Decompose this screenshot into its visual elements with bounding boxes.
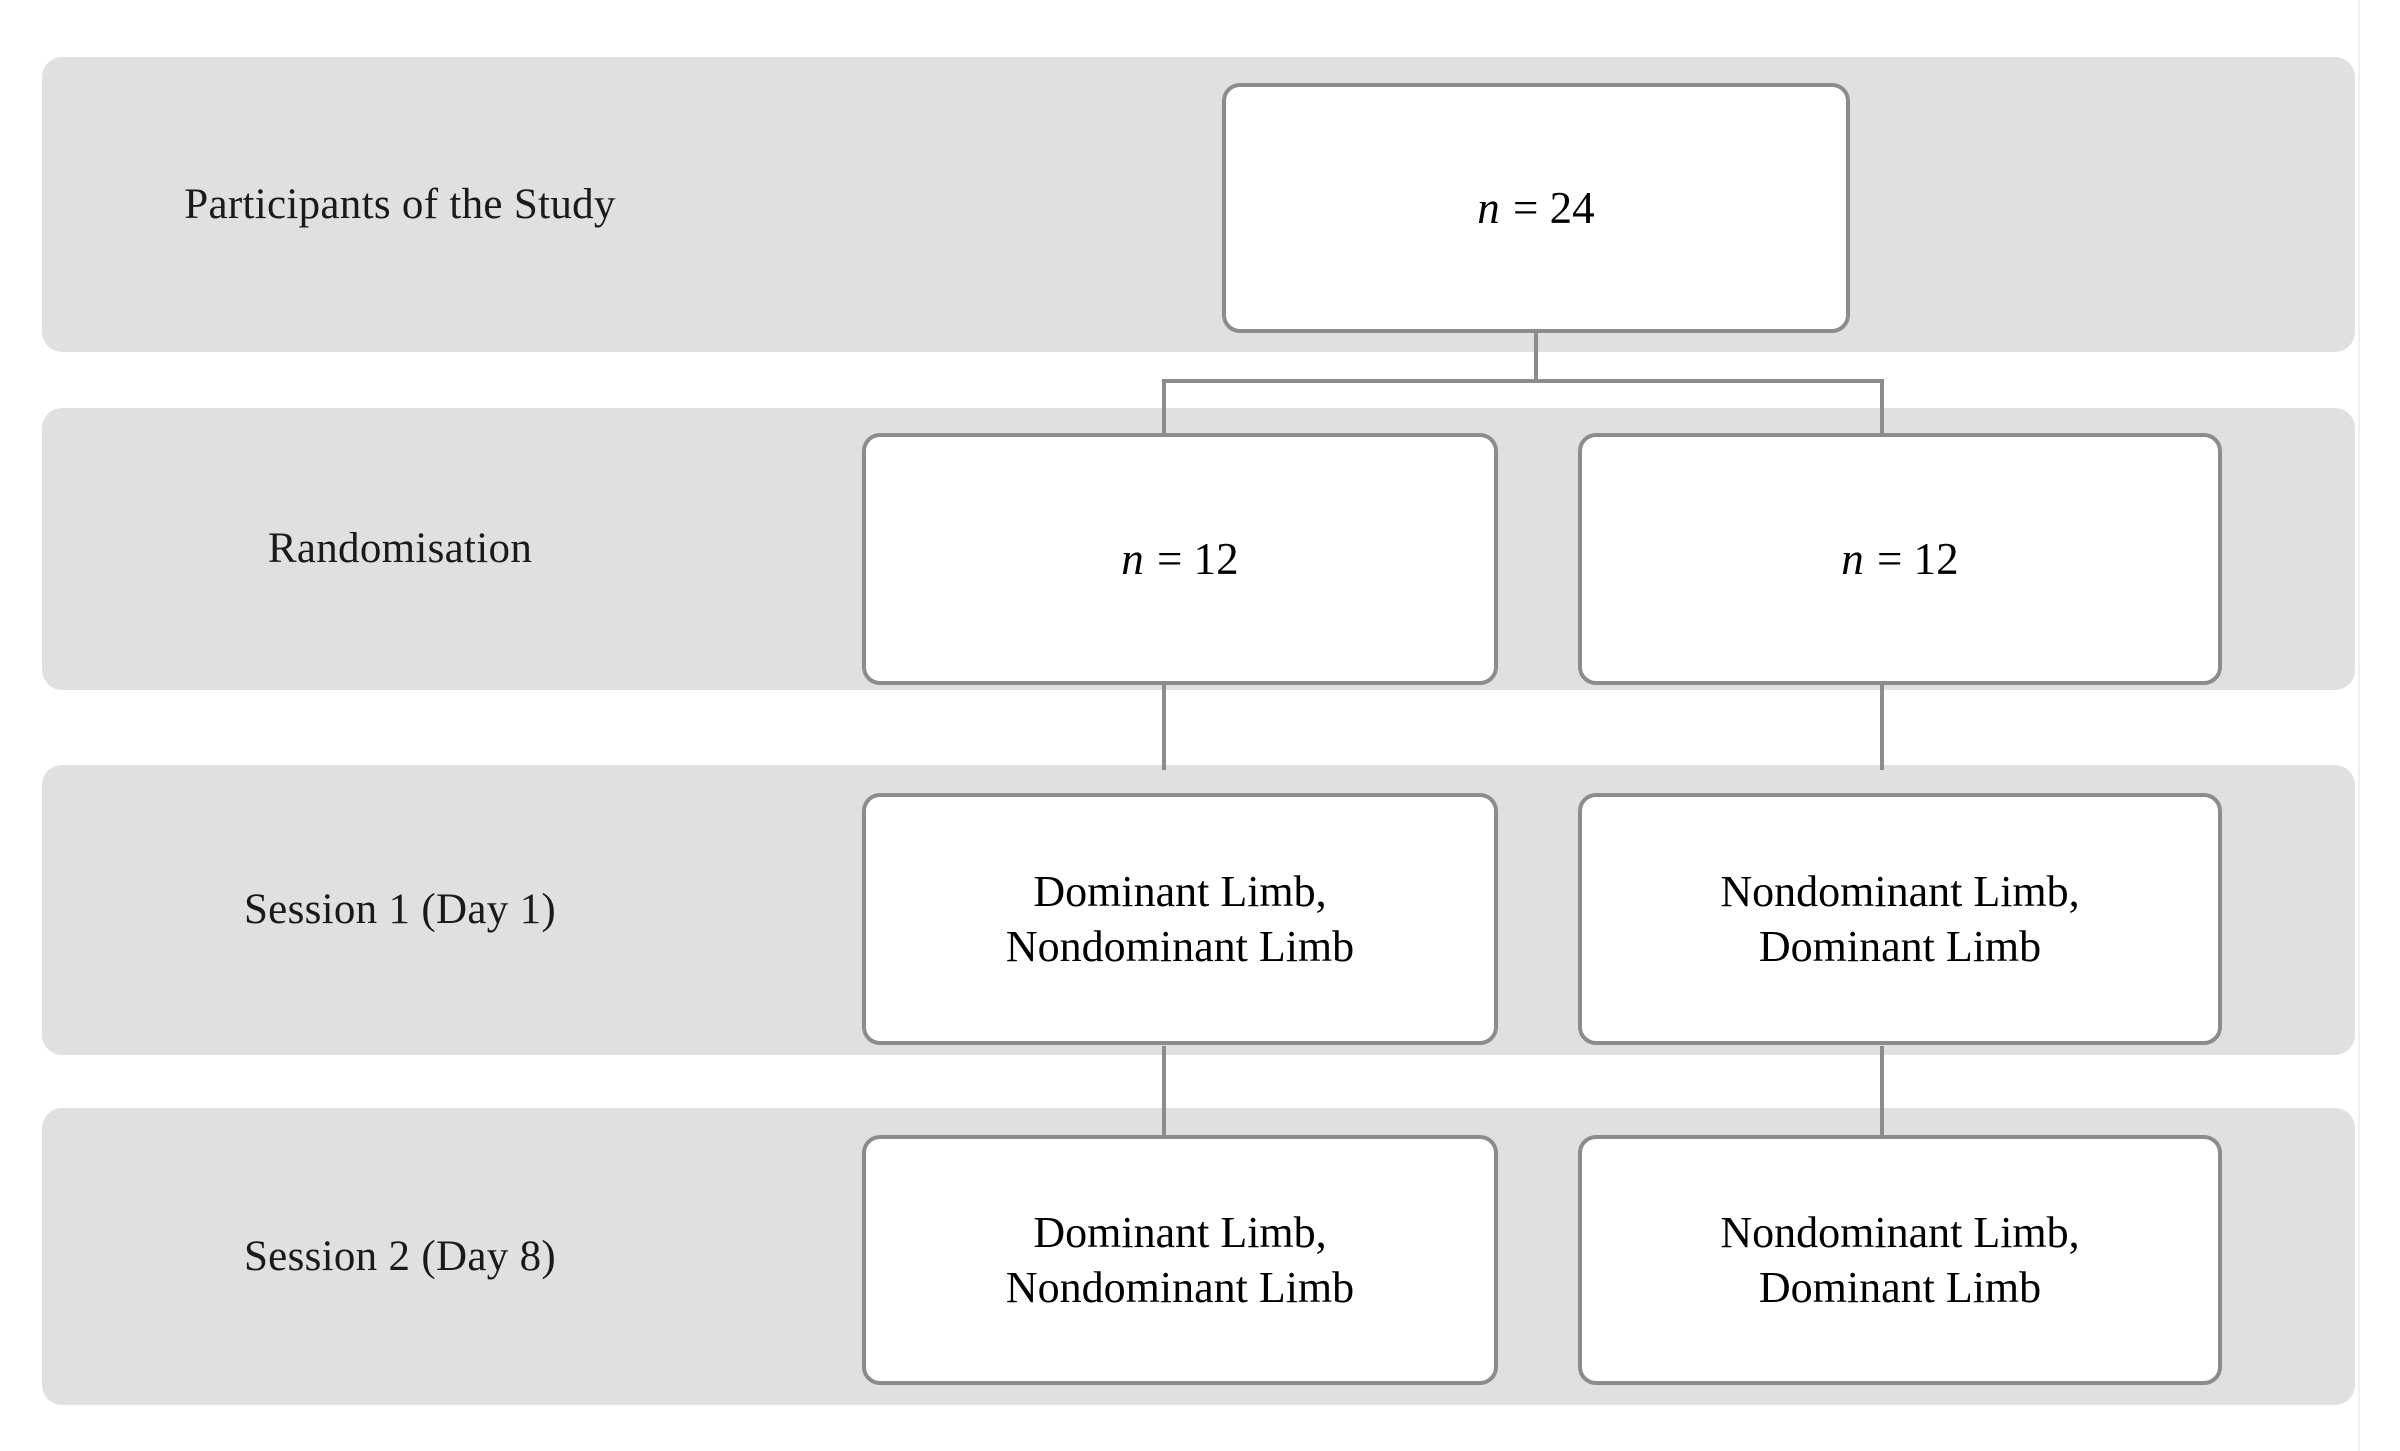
node-session2-right-text: Nondominant Limb, Dominant Limb: [1702, 1205, 2097, 1316]
node-group-right[interactable]: n = 12: [1578, 433, 2222, 685]
stage-label-participants: Participants of the Study: [184, 180, 616, 228]
stage-label-session-2: Session 2 (Day 8): [243, 1232, 557, 1280]
stage-label-randomisation: Randomisation: [267, 525, 533, 573]
node-session2-right-line2: Dominant Limb: [1758, 1263, 2042, 1312]
node-session2-right[interactable]: Nondominant Limb, Dominant Limb: [1578, 1135, 2222, 1385]
stage-label-session-1: Session 1 (Day 1): [243, 886, 557, 934]
page-edge-line: [2358, 0, 2360, 1451]
node-session1-right-line2: Dominant Limb: [1758, 922, 2042, 971]
node-group-right-text: n = 12: [1823, 531, 1976, 588]
node-session1-right-text: Nondominant Limb, Dominant Limb: [1702, 864, 2097, 975]
connector-right-s1-to-s2: [1880, 1046, 1884, 1141]
node-session2-left-line1: Dominant Limb,: [1033, 1207, 1327, 1257]
n-equals-total: = 24: [1501, 182, 1595, 233]
n-variable-total: n: [1477, 182, 1500, 233]
n-equals-group-right: = 12: [1865, 533, 1959, 584]
node-total-participants[interactable]: n = 24: [1222, 83, 1850, 333]
connector-total-down: [1534, 330, 1538, 382]
node-session1-left[interactable]: Dominant Limb, Nondominant Limb: [862, 793, 1498, 1045]
connector-split-horizontal: [1162, 379, 1884, 383]
node-session2-left-text: Dominant Limb, Nondominant Limb: [988, 1205, 1372, 1316]
node-session2-left-line2: Nondominant Limb: [1005, 1263, 1355, 1312]
connector-left-rand-to-s1: [1162, 684, 1166, 770]
node-total-participants-text: n = 24: [1459, 180, 1612, 237]
connector-split-right-down: [1880, 379, 1884, 435]
connector-right-rand-to-s1: [1880, 684, 1884, 770]
n-variable-group-left: n: [1121, 533, 1144, 584]
node-group-left[interactable]: n = 12: [862, 433, 1498, 685]
n-variable-group-right: n: [1841, 533, 1864, 584]
node-session1-left-line2: Nondominant Limb: [1005, 922, 1355, 971]
node-session1-left-text: Dominant Limb, Nondominant Limb: [988, 864, 1372, 975]
node-group-left-text: n = 12: [1103, 531, 1256, 588]
n-equals-group-left: = 12: [1145, 533, 1239, 584]
node-session2-right-line1: Nondominant Limb,: [1720, 1207, 2080, 1257]
connector-split-left-down: [1162, 379, 1166, 435]
node-session1-left-line1: Dominant Limb,: [1033, 866, 1327, 916]
node-session1-right-line1: Nondominant Limb,: [1720, 866, 2080, 916]
node-session2-left[interactable]: Dominant Limb, Nondominant Limb: [862, 1135, 1498, 1385]
node-session1-right[interactable]: Nondominant Limb, Dominant Limb: [1578, 793, 2222, 1045]
connector-left-s1-to-s2: [1162, 1046, 1166, 1141]
stage-band-participants: [42, 57, 2355, 352]
